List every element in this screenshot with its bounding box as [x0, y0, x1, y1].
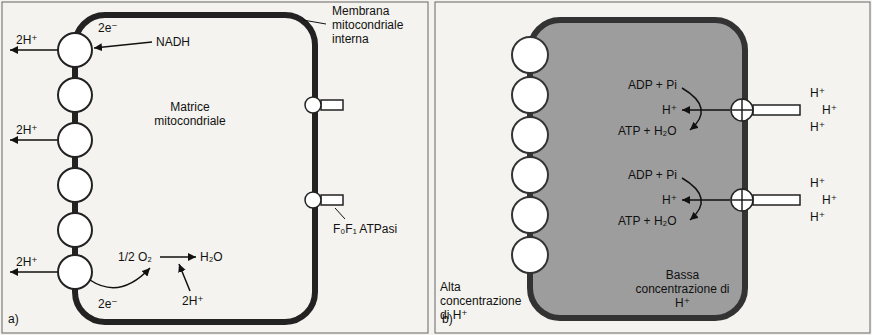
- chain-complex: [512, 237, 548, 273]
- proton-arrow: [682, 199, 730, 201]
- chem-label: H⁺: [810, 86, 825, 100]
- electron-arrow: [90, 268, 150, 288]
- proton-arrow: [10, 139, 58, 141]
- chem-label: 1/2 O₂: [118, 250, 152, 264]
- chem-label: H⁺: [662, 193, 677, 207]
- chem-label: F₀F₁ ATPasi: [333, 222, 397, 236]
- proton-arrow: [682, 109, 730, 111]
- chain-complex: [58, 213, 92, 247]
- chem-label: ADP + Pi: [628, 78, 677, 92]
- chain-complex: [512, 197, 548, 233]
- chain-complex: [512, 117, 548, 153]
- chem-label: H⁺: [810, 176, 825, 190]
- chem-label: 2e⁻: [98, 21, 118, 35]
- atpase-mark: [731, 199, 753, 201]
- chem-label: a): [8, 312, 19, 326]
- chem-label: H⁺: [810, 210, 825, 224]
- chain-complex: [58, 123, 92, 157]
- chem-label: H⁺: [662, 103, 677, 117]
- reaction-arrow: [160, 256, 196, 258]
- leader-line: [303, 20, 326, 24]
- chem-label: H₂O: [200, 250, 223, 264]
- atpase-stalk: [321, 195, 343, 205]
- chain-complex: [512, 77, 548, 113]
- chem-label: 2e⁻: [98, 297, 118, 311]
- electron-arrow: [94, 42, 152, 48]
- chem-label: 2H⁺: [16, 255, 38, 269]
- membrane-region: Matrice mitocondriale: [75, 15, 315, 322]
- chem-label: H⁺: [810, 120, 825, 134]
- synthesis-arrow: [682, 88, 701, 130]
- chain-complex: [58, 78, 92, 112]
- chem-label: ATP + H₂O: [618, 124, 677, 138]
- region-label: Bassa concentrazione di H⁺: [630, 268, 735, 310]
- chem-label: Alta concentrazione di H⁺: [440, 280, 528, 322]
- chem-label: H⁺: [822, 193, 837, 207]
- chain-complex: [58, 255, 92, 289]
- atpase-head: [731, 189, 753, 211]
- chem-label: 2H⁺: [16, 123, 38, 137]
- chem-label: 2H⁺: [16, 33, 38, 47]
- panel-frame: [435, 2, 870, 333]
- atpase-head: [305, 192, 321, 208]
- atpase-head: [731, 99, 753, 121]
- atpase-mark: [731, 109, 753, 111]
- atpase-stalk: [753, 195, 800, 205]
- proton-arrow: [10, 49, 58, 51]
- proton-arrow: [179, 264, 190, 291]
- chem-label: Membrana mitocondriale interna: [332, 4, 420, 46]
- chem-label: ADP + Pi: [628, 168, 677, 182]
- inner-membrane: [530, 20, 745, 318]
- chain-complex: [512, 157, 548, 193]
- leader-line: [335, 208, 345, 219]
- chem-label: 2H⁺: [182, 294, 204, 308]
- chem-label: NADH: [156, 35, 190, 49]
- chain-complex: [58, 168, 92, 202]
- atpase-stalk: [321, 100, 343, 110]
- inner-membrane: [75, 15, 315, 322]
- synthesis-arrow: [682, 178, 701, 220]
- region-label: Matrice mitocondriale: [135, 100, 245, 128]
- chain-complex: [512, 37, 548, 73]
- proton-arrow: [10, 271, 58, 273]
- chem-label: b): [442, 312, 453, 326]
- atpase-head: [305, 97, 321, 113]
- chain-complex: [58, 33, 92, 67]
- panel-frame: [2, 2, 428, 333]
- atpase-stalk: [753, 105, 800, 115]
- chem-label: ATP + H₂O: [618, 214, 677, 228]
- chem-label: H⁺: [822, 103, 837, 117]
